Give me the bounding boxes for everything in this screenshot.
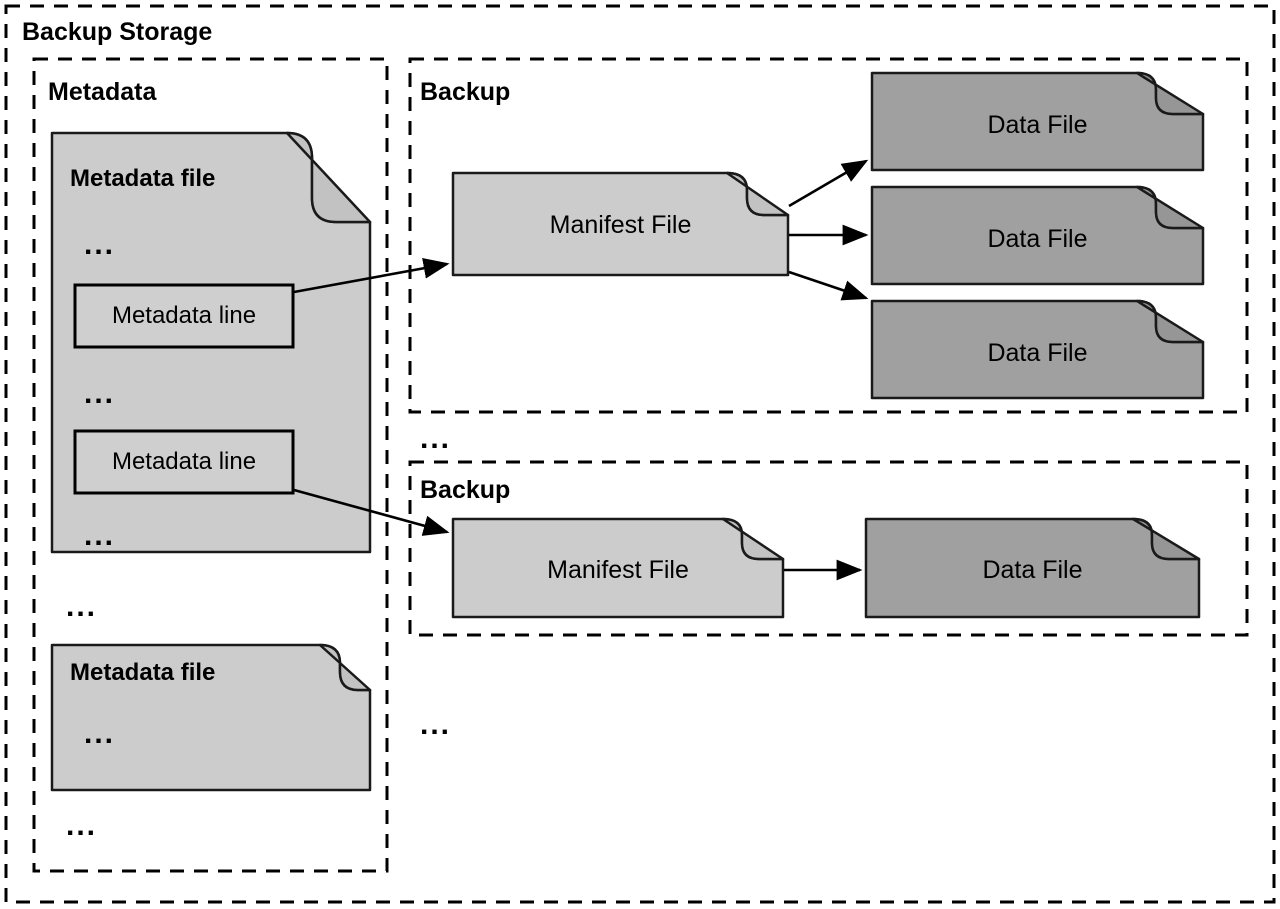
- arrow-manifest-1-to-data-file-3: [788, 270, 869, 301]
- group-title-backup-2: Backup: [420, 476, 511, 504]
- data-file-3-label: Data File: [872, 323, 1203, 383]
- metadata-ellipsis-between-files: ...: [66, 590, 98, 623]
- arrow-metadata-line-2-to-manifest-2: [293, 488, 450, 536]
- group-title-backup-1: Backup: [420, 78, 511, 106]
- metadata-ellipsis-after-files: ...: [66, 809, 98, 842]
- outer-frame-backup-storage: [4, 4, 1276, 904]
- manifest-file-2-label: Manifest File: [453, 540, 783, 600]
- data-file-2-shape: [870, 185, 1205, 286]
- manifest-file-2-shape: [451, 517, 785, 619]
- data-file-1-text: Data File: [987, 110, 1088, 139]
- data-file-3-shape: [870, 299, 1205, 400]
- arrow-manifest-1-to-data-file-1: [788, 159, 869, 208]
- metadata-file-1-title: Metadata file: [70, 165, 216, 192]
- metadata-line-label-1: Metadata line: [75, 285, 293, 347]
- data-file-1-label: Data File: [872, 95, 1203, 155]
- data-file-2-label: Data File: [872, 209, 1203, 269]
- data-file-3-text: Data File: [987, 338, 1088, 367]
- metadata-file-2-title: Metadata file: [70, 659, 216, 686]
- metadata-line-label-2: Metadata line: [75, 431, 293, 493]
- outer-frame-title: Backup Storage: [22, 18, 213, 46]
- data-file-2-text: Data File: [987, 224, 1088, 253]
- data-file-4-label: Data File: [866, 540, 1199, 600]
- metadata-file-1-ellipsis-top: ...: [84, 228, 116, 261]
- metadata-line-text-1: Metadata line: [111, 302, 257, 329]
- arrow-metadata-line-1-to-manifest-1: [293, 257, 450, 294]
- group-frame-backup-2: [408, 460, 1249, 637]
- manifest-file-1-text: Manifest File: [549, 210, 692, 239]
- metadata-line-text-2: Metadata line: [111, 448, 257, 475]
- group-frame-backup-1: [408, 57, 1249, 414]
- data-file-4-shape: [864, 517, 1201, 619]
- manifest-file-1-shape: [451, 171, 790, 277]
- manifest-file-2-text: Manifest File: [547, 555, 689, 584]
- backups-ellipsis-after: ...: [420, 708, 452, 741]
- backups-ellipsis-between: ...: [420, 422, 452, 455]
- metadata-file-1-ellipsis-bottom: ...: [84, 519, 116, 552]
- data-file-4-text: Data File: [982, 555, 1083, 584]
- metadata-line-box-2: [73, 429, 295, 495]
- metadata-file-2-ellipsis-top: ...: [84, 717, 116, 750]
- data-file-1-shape: [870, 71, 1205, 172]
- metadata-file-1-ellipsis-middle: ...: [84, 377, 116, 410]
- metadata-line-box-1: [73, 283, 295, 349]
- metadata-file-2-shape: [50, 643, 372, 792]
- group-title-metadata: Metadata: [48, 78, 157, 106]
- group-frame-metadata: [32, 57, 389, 873]
- manifest-file-1-label: Manifest File: [453, 195, 788, 255]
